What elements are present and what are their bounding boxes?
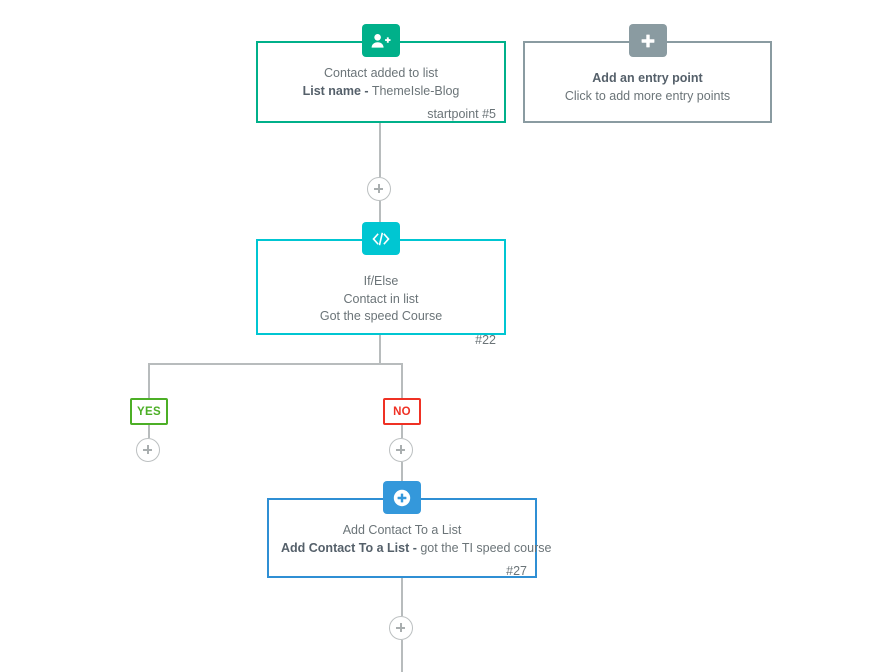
node-contact-added-to-list[interactable]: Contact added to list List name - ThemeI…: [256, 24, 506, 123]
node-add-entry-point-line1: Add an entry point: [592, 71, 703, 85]
node-add-contact-line1: Add Contact To a List: [342, 523, 462, 537]
node-if-else-text: If/Else Contact in list Got the speed Co…: [258, 241, 504, 332]
add-step-button-1[interactable]: [367, 177, 391, 201]
node-contact-added-line1: Contact added to list: [324, 66, 438, 80]
node-if-else[interactable]: If/Else Contact in list Got the speed Co…: [256, 222, 506, 347]
connector-line-branch-yes-drop: [148, 363, 150, 399]
branch-label-no-text: NO: [393, 405, 411, 418]
node-contact-added-line2-strong: List name -: [302, 83, 369, 98]
connector-line-no-to-plus: [401, 424, 403, 438]
branch-label-no[interactable]: NO: [383, 398, 421, 425]
add-step-button-no[interactable]: [389, 438, 413, 462]
node-contact-added-line2: List name - ThemeIsle-Blog: [270, 83, 492, 101]
user-add-icon: [362, 24, 400, 57]
node-add-contact-line2: Add Contact To a List - got the TI speed…: [281, 540, 551, 558]
node-contact-added-reference: startpoint #5: [427, 107, 496, 121]
circle-plus-icon: [383, 481, 421, 514]
branch-label-yes-text: YES: [137, 405, 161, 418]
connector-line-plus-to-next: [401, 640, 403, 672]
node-if-else-line1: If/Else: [363, 274, 399, 288]
node-add-contact-line2-strong: Add Contact To a List -: [281, 540, 417, 555]
connector-line-ifelse-to-branch: [379, 335, 381, 365]
node-add-entry-point-text: Add an entry point Click to add more ent…: [525, 43, 770, 111]
connector-line-branch-no-drop: [401, 363, 403, 399]
add-step-button-bottom[interactable]: [389, 616, 413, 640]
node-if-else-line2: Contact in list: [343, 291, 419, 306]
connector-line-addcontact-to-plus: [401, 578, 403, 616]
node-contact-added-line2-rest: ThemeIsle-Blog: [368, 83, 460, 98]
add-step-button-yes[interactable]: [136, 438, 160, 462]
connector-line-plus1-to-ifelse: [379, 201, 381, 239]
node-add-entry-point[interactable]: Add an entry point Click to add more ent…: [523, 24, 772, 123]
node-add-contact-text: Add Contact To a List Add Contact To a L…: [269, 500, 551, 563]
connector-line-start-to-plus1: [379, 123, 381, 177]
node-if-else-line3: Got the speed Course: [319, 309, 443, 323]
code-icon: [362, 222, 400, 255]
connector-line-plus-to-addcontact: [401, 462, 403, 498]
node-add-entry-point-line2: Click to add more entry points: [564, 88, 731, 103]
node-add-contact-reference: #27: [506, 564, 527, 578]
node-contact-added-text: Contact added to list List name - ThemeI…: [258, 43, 504, 106]
plus-icon: [628, 24, 667, 57]
connector-line-yes-to-plus: [148, 424, 150, 438]
branch-label-yes[interactable]: YES: [130, 398, 168, 425]
node-if-else-reference: #22: [475, 332, 496, 347]
connector-line-branch-bar: [148, 363, 403, 365]
node-add-contact-to-list[interactable]: Add Contact To a List Add Contact To a L…: [267, 481, 551, 578]
node-add-contact-line2-rest: got the TI speed course: [416, 540, 552, 555]
